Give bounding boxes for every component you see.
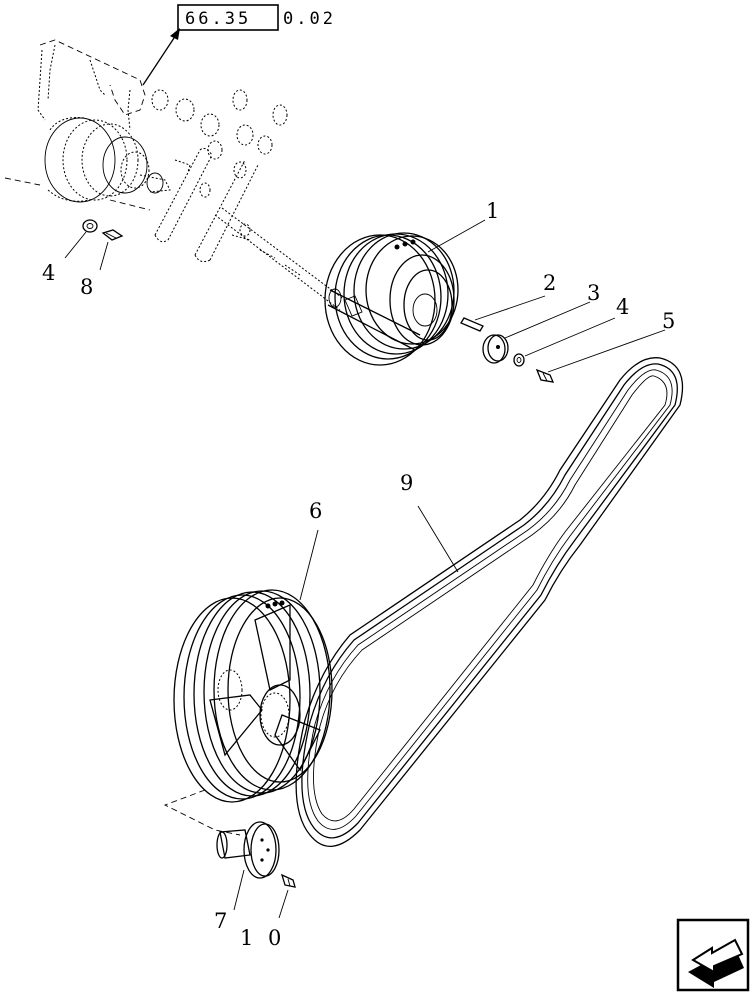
reference-boxed-text: 66.35 [185,9,251,29]
callout-6[interactable]: 6 [309,499,322,523]
callout-9[interactable]: 9 [400,471,413,495]
phantom-drive-assembly [4,39,346,311]
next-page-arrow-icon[interactable] [676,918,750,992]
key-2[interactable] [460,317,484,332]
reference-suffix-text: 0.02 [283,9,336,29]
hub-7[interactable] [216,821,280,879]
leader-lines [64,219,666,919]
axis-line [163,789,241,836]
bolt-10[interactable] [280,873,296,888]
washer-4-right[interactable] [513,353,525,367]
bolt-5[interactable] [535,368,555,383]
callout-3[interactable]: 3 [587,281,600,305]
washer-4-upper[interactable] [82,219,98,233]
reference-pointer-arrow [142,28,180,86]
belt-9[interactable] [295,357,684,848]
callout-5[interactable]: 5 [662,309,675,333]
callout-2[interactable]: 2 [543,271,556,295]
callout-4-right[interactable]: 4 [616,295,629,319]
bolt-8[interactable] [101,229,124,241]
pulley-6[interactable] [173,589,333,803]
reference-label[interactable]: 66.35 0.02 [177,4,336,31]
hub-3[interactable] [482,334,509,364]
callout-10[interactable]: 1 0 [240,926,285,950]
callout-1[interactable]: 1 [486,199,499,223]
callout-8[interactable]: 8 [80,275,93,299]
pulley-1[interactable] [324,232,459,366]
callout-4-left[interactable]: 4 [42,261,55,285]
callout-7[interactable]: 7 [214,909,227,933]
